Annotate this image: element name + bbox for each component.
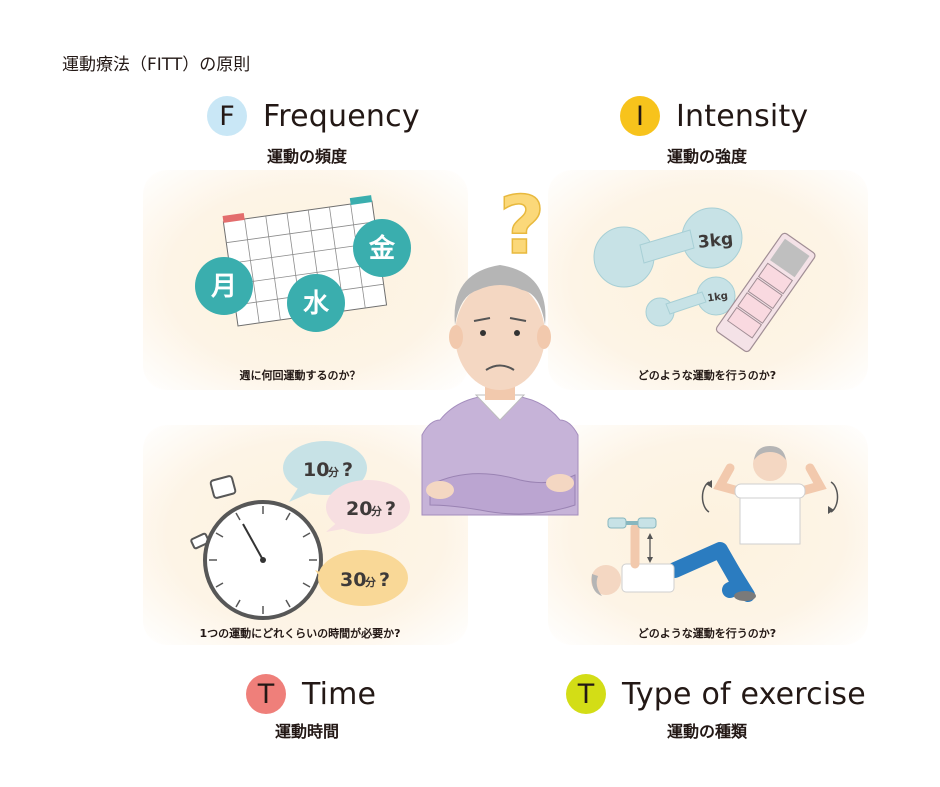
dumbbell-3kg-label: 3kg xyxy=(697,229,734,253)
bubble-10-min: 10 分 ? xyxy=(283,441,367,502)
time-illustration: 10 分 ? 20 分 ? 30 分 ? xyxy=(190,441,410,620)
wednesday-label: 水 xyxy=(303,289,330,319)
type-question: どのような運動を行うのか? xyxy=(637,627,777,640)
type-badge: T xyxy=(566,674,606,714)
time-question: 1つの運動にどれくらいの時間が必要か? xyxy=(199,627,401,640)
monday-circle xyxy=(195,257,253,315)
type-word: Type of exercise xyxy=(622,676,866,712)
sweater-body xyxy=(421,394,579,516)
wednesday-circle xyxy=(287,274,345,332)
bubble-20-mark: ? xyxy=(385,498,396,520)
intensity-illustration: 3kg 1kg xyxy=(593,207,816,353)
bubble-10-unit: 分 xyxy=(328,465,339,479)
bubble-20-num: 20 xyxy=(346,498,372,520)
type-illustration xyxy=(591,446,839,602)
dumbbell-1kg-label: 1kg xyxy=(707,291,729,305)
bubble-20-min: 20 分 ? xyxy=(326,480,410,534)
bubble-30-mark: ? xyxy=(379,569,390,591)
calendar-saturday-tab xyxy=(349,195,373,206)
intensity-badge: I xyxy=(620,96,660,136)
friday-label: 金 xyxy=(368,233,396,264)
intensity-header: I Intensity xyxy=(620,96,808,136)
bubble-10-num: 10 xyxy=(303,459,329,481)
type-panel xyxy=(548,425,868,645)
center-question-mark: ? xyxy=(499,179,545,272)
intensity-word: Intensity xyxy=(676,98,809,134)
calendar-illustration: 月 水 金 xyxy=(195,195,411,332)
bubble-30-unit: 分 xyxy=(365,575,376,589)
frequency-subtitle: 運動の頻度 xyxy=(266,147,347,166)
frequency-question: 週に何回運動するのか？ xyxy=(239,369,361,382)
frequency-badge: F xyxy=(207,96,247,136)
frequency-header: F Frequency xyxy=(207,96,420,136)
type-subtitle: 運動の種類 xyxy=(666,722,747,741)
lying-exerciser-icon xyxy=(591,517,756,602)
weight-board-icon xyxy=(715,232,816,353)
time-badge: T xyxy=(246,674,286,714)
man-head xyxy=(449,265,551,400)
stopwatch-icon xyxy=(190,475,323,620)
time-subtitle: 運動時間 xyxy=(274,722,339,741)
bubble-30-min: 30 分 ? xyxy=(315,550,408,606)
time-header: T Time xyxy=(246,674,376,714)
intensity-question: どのような運動を行うのか? xyxy=(637,369,777,382)
frequency-word: Frequency xyxy=(263,98,420,134)
page-title: 運動療法（FITT）の原則 xyxy=(62,55,251,75)
bubble-20-unit: 分 xyxy=(371,504,382,518)
bubble-30-num: 30 xyxy=(340,569,366,591)
dumbbell-3kg-icon xyxy=(593,207,743,288)
friday-circle xyxy=(353,219,411,277)
bubble-10-mark: ? xyxy=(342,459,353,481)
thinking-man-illustration: ? xyxy=(421,178,579,516)
time-word: Time xyxy=(302,676,377,712)
intensity-subtitle: 運動の強度 xyxy=(666,147,747,166)
standing-exerciser-icon xyxy=(701,446,839,545)
calendar-sunday-tab xyxy=(222,212,245,223)
monday-label: 月 xyxy=(210,272,237,302)
dumbbell-1kg-icon xyxy=(645,276,736,327)
type-header: T Type of exercise xyxy=(566,674,866,714)
question-mark-icon: ? xyxy=(498,178,546,273)
